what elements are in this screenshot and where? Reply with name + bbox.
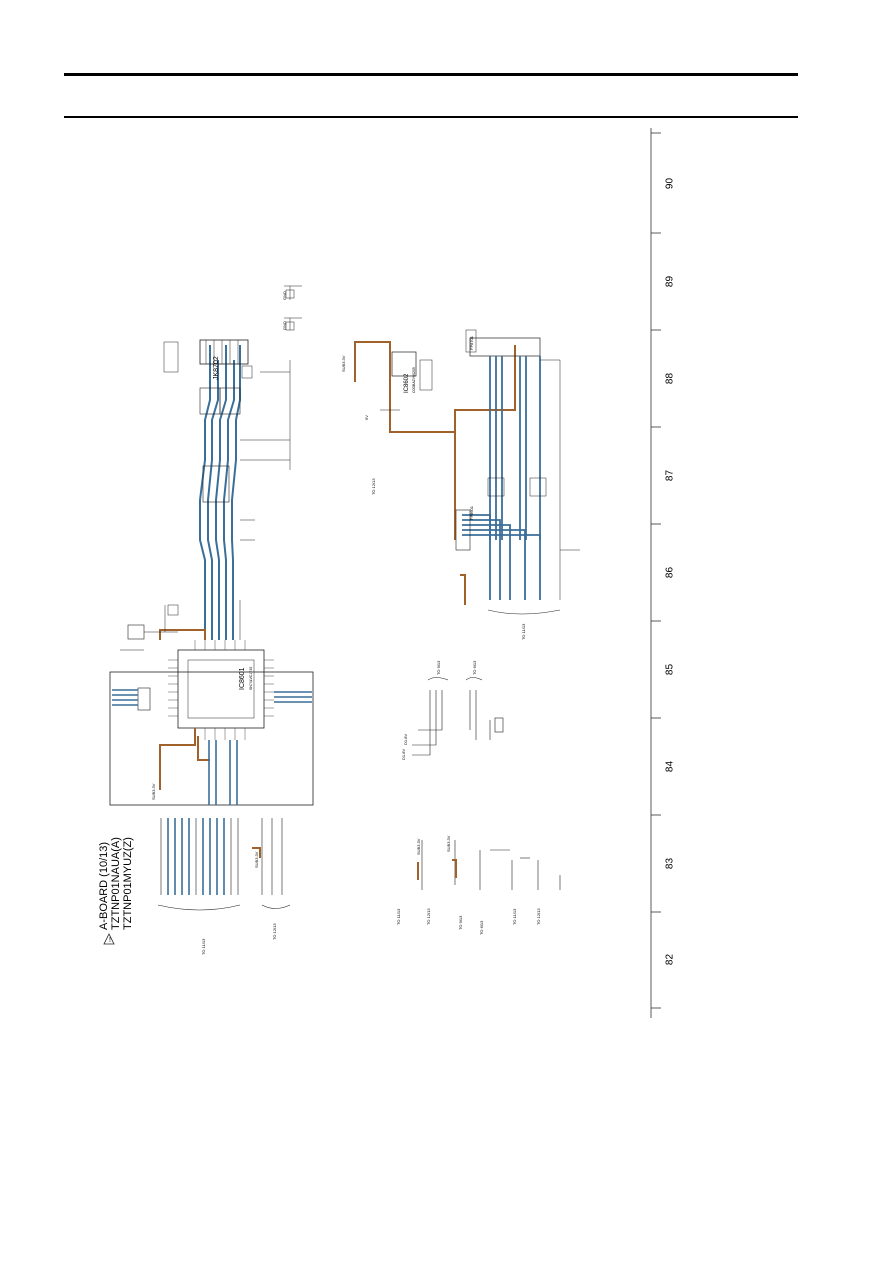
- warning-triangle-icon: [103, 933, 115, 945]
- jk8702-tag: [163, 341, 179, 373]
- fp8701-label: FP8701: [469, 335, 474, 350]
- brace-lower-right: [261, 904, 291, 909]
- ic8602-label-box: [419, 359, 433, 391]
- block-connector: [137, 687, 151, 711]
- small-ic-u: [127, 624, 145, 640]
- net-gnd-b: GND: [282, 321, 287, 330]
- lower-left-buses: [167, 740, 238, 895]
- ref-to-1113-b: TO 11/13: [521, 623, 526, 640]
- block-left-buses: [112, 689, 312, 706]
- board-title-block: ! A-BOARD (10/13) TZTNP01NAUA(A) TZTNP01…: [98, 837, 134, 945]
- zone-label: 85: [664, 663, 676, 676]
- fp8601-label: FP8601: [469, 505, 474, 520]
- zone-label: 90: [664, 177, 676, 190]
- board-model-z: TZTNP01MYUZ(Z): [122, 837, 134, 930]
- fp8601-stack: [455, 509, 471, 551]
- warning-mark: !: [109, 937, 111, 944]
- ic8601-pins: [168, 640, 274, 740]
- right-lower-buses: [462, 514, 541, 600]
- board-title: A-BOARD (10/13): [98, 842, 110, 930]
- zone-label: 84: [664, 760, 676, 773]
- power-traces-upper: [159, 629, 210, 790]
- top-rule: [64, 73, 798, 76]
- fp8701-tag: [465, 329, 477, 353]
- zone-label: 86: [664, 566, 676, 579]
- ref-to-1113-d: TO 11/13: [512, 908, 517, 925]
- fp8701-connector: [469, 337, 541, 357]
- power-traces-center: [354, 341, 516, 605]
- zone-ruler: [650, 128, 661, 1018]
- right-upper-buses: [489, 356, 541, 540]
- zone-label: 82: [664, 953, 676, 966]
- ref-to-1213-b: TO 12/13: [371, 478, 376, 495]
- net-5v: 5V: [364, 415, 369, 420]
- net-sub33-d: SUB3.3V: [416, 838, 421, 855]
- zone-label: 88: [664, 372, 676, 385]
- net-sub33-c: SUB3.3V: [254, 851, 259, 868]
- esd-array-1: [202, 465, 230, 503]
- net-sub33-b: SUB3.3V: [341, 355, 346, 372]
- ref-to-1213-a: TO 12/13: [272, 923, 277, 940]
- header-bottom-rule: [64, 116, 798, 118]
- ic8601-core: [187, 659, 255, 719]
- ref-to-913: TO 9/13: [436, 660, 441, 675]
- zone-label: 83: [664, 857, 676, 870]
- ref-to-613-b: TO 6/13: [479, 920, 484, 935]
- ref-to-1113-a: TO 11/13: [201, 938, 206, 955]
- ic8601-body: [177, 649, 265, 729]
- center-mid-wires: [412, 677, 504, 756]
- ref-to-913-b: TO 9/13: [458, 915, 463, 930]
- board-model-a: TZTNP01NAUA(A): [110, 837, 122, 930]
- net-gnd-a: GND: [282, 291, 287, 300]
- esd-array-3: [219, 387, 241, 415]
- ic8601-part: SN74LVC1T45: [249, 667, 253, 690]
- net-d18-b: D1.8V: [403, 734, 408, 745]
- jk8702-body: [199, 339, 249, 365]
- ic8602-label: IC8602: [404, 373, 410, 393]
- jk8702-label: JK8702: [213, 356, 220, 380]
- net-d18-a: D1.8V: [401, 749, 406, 760]
- net-sub33-e: SUB3.3V: [446, 835, 451, 852]
- ref-to-1213-c: TO 12/13: [426, 908, 431, 925]
- net-sub33-a: SUB3.3V: [151, 783, 156, 800]
- ic8601-label: IC8601: [239, 667, 246, 690]
- ic-block-frame: [109, 671, 314, 806]
- top-passives: [240, 285, 302, 541]
- filter-block-1: [487, 477, 505, 497]
- ic8602-body: [391, 351, 417, 377]
- ic8602-part: C0DBAZY00205: [412, 367, 416, 393]
- ref-to-613: TO 6/13: [472, 660, 477, 675]
- brace-lower-left: [157, 904, 241, 911]
- bottom-center-stubs: [421, 840, 561, 890]
- ref-to-1213-d: TO 12/13: [536, 908, 541, 925]
- filter-block-2: [529, 477, 547, 497]
- zone-label: 87: [664, 469, 676, 482]
- ref-to-1113-c: TO 11/13: [396, 908, 401, 925]
- main-upper-buses: [199, 360, 241, 640]
- zone-label: 89: [664, 275, 676, 288]
